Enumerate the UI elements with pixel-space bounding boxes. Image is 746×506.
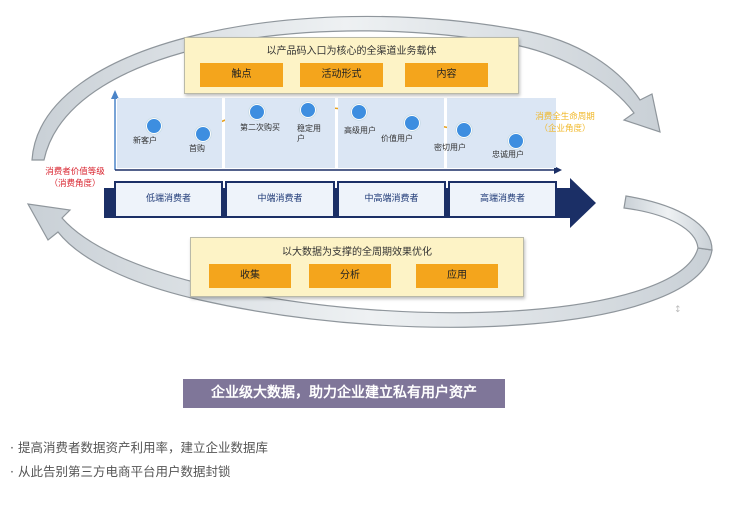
node-label-new-customer: 新客户 — [133, 136, 157, 145]
bullet-item-2: · 从此告别第三方电商平台用户数据封锁 — [10, 464, 231, 479]
node-label-advanced-user: 高级用户 — [344, 126, 376, 135]
content-chip: 内容 — [405, 63, 488, 87]
node-label-loyal-user: 忠诚用户 — [492, 150, 524, 159]
bullet-item-1: · 提高消费者数据资产利用率，建立企业数据库 — [10, 440, 268, 455]
lifecycle-diagram: 以产品码入口为核心的全渠道业务载体 触点 活动形式 内容 以大数据为支撑的全周期… — [26, 15, 713, 328]
lifecycle-label-line1: 消费全生命周期 — [535, 112, 595, 122]
lifecycle-label-line2: （企业角度） — [539, 124, 591, 134]
node-new-customer — [146, 118, 162, 134]
node-label-second-purchase: 第二次购买 — [240, 123, 280, 132]
touchpoint-chip: 触点 — [200, 63, 283, 87]
resize-handle-icon: ↕ — [674, 305, 682, 315]
x-axis-arrowhead — [554, 166, 562, 174]
node-second-purchase — [249, 104, 265, 120]
lifecycle-label: 消费全生命周期 （企业角度） — [530, 111, 600, 135]
node-first-purchase — [195, 126, 211, 142]
node-label-first-purchase: 首购 — [189, 144, 205, 153]
stage-mid-end: 中端消费者 — [225, 181, 335, 218]
collect-chip: 收集 — [209, 264, 291, 288]
bottom-box-title: 以大数据为支撑的全周期效果优化 — [282, 247, 432, 258]
node-advanced-user — [351, 104, 367, 120]
node-label-close-user: 密切用户 — [434, 143, 466, 152]
node-close-user — [456, 122, 472, 138]
stage-mid-high-end: 中高端消费者 — [337, 181, 446, 218]
node-value-user — [404, 115, 420, 131]
stage-low-end: 低端消费者 — [114, 181, 223, 218]
node-loyal-user — [508, 133, 524, 149]
node-stable-user — [300, 102, 316, 118]
y-axis-arrowhead — [111, 90, 119, 99]
apply-chip: 应用 — [416, 264, 498, 288]
analyze-chip: 分析 — [309, 264, 391, 288]
phase-panel-2 — [225, 98, 335, 168]
node-label-stable-user: 稳定用户 — [297, 124, 321, 143]
consumer-value-label-line2: （消费角度） — [49, 179, 101, 189]
consumer-value-label: 消费者价值等级 （消费角度） — [38, 166, 112, 190]
activity-form-chip: 活动形式 — [300, 63, 383, 87]
stage-high-end: 高端消费者 — [448, 181, 557, 218]
bottom-strategy-box: 以大数据为支撑的全周期效果优化 收集 分析 应用 — [190, 237, 524, 297]
node-label-value-user: 价值用户 — [381, 134, 413, 143]
headline-banner: 企业级大数据，助力企业建立私有用户资产 — [183, 379, 505, 408]
right-cycle-arc — [623, 195, 713, 251]
top-box-title: 以产品码入口为核心的全渠道业务载体 — [266, 46, 437, 57]
top-strategy-box: 以产品码入口为核心的全渠道业务载体 触点 活动形式 内容 — [184, 37, 519, 94]
consumer-value-label-line1: 消费者价值等级 — [45, 167, 105, 177]
